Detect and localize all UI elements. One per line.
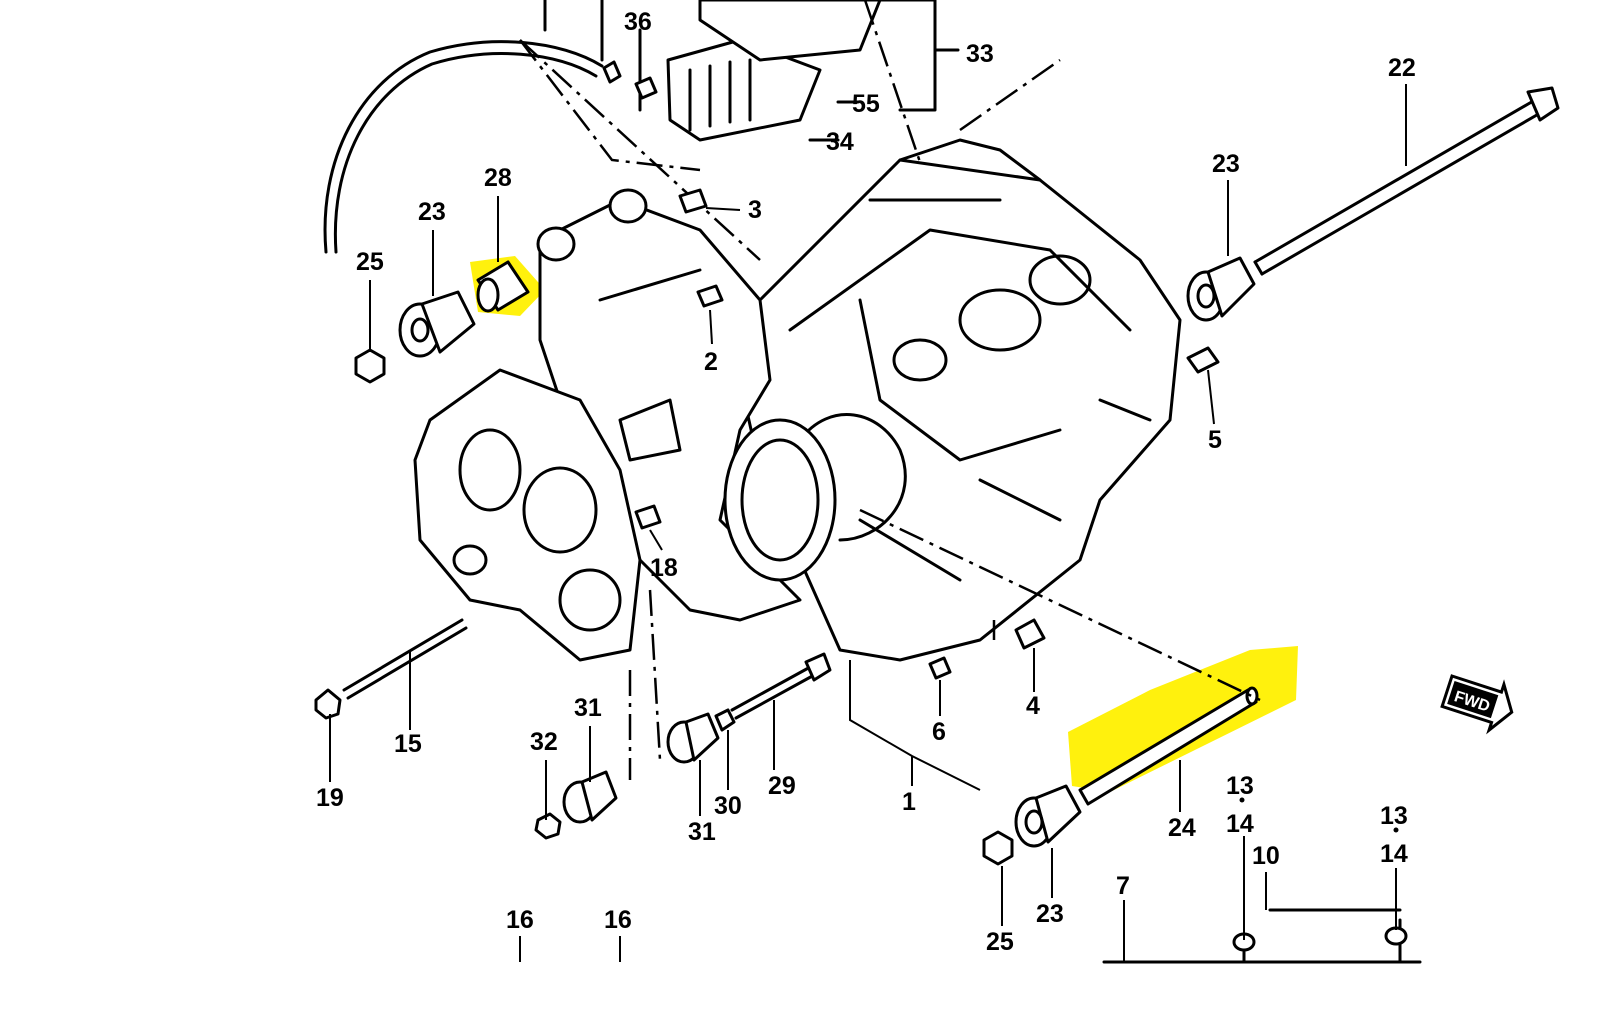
callout-13-right: 13 — [1380, 802, 1408, 830]
leader-lines — [329, 36, 1407, 962]
callout-16-right: 16 — [604, 906, 632, 934]
nut-32 — [534, 812, 562, 840]
callout-34: 34 — [826, 128, 854, 156]
callout-19: 19 — [316, 784, 344, 812]
callout-23-lower: 23 — [1036, 900, 1064, 928]
nut-25-upper — [354, 348, 386, 384]
callout-29: 29 — [768, 772, 796, 800]
plug-5 — [1186, 346, 1220, 374]
callout-23-upper-right: 23 — [1212, 150, 1240, 178]
callout-32: 32 — [530, 728, 558, 756]
callout-31-center: 31 — [688, 818, 716, 846]
callout-23-upper-left: 23 — [418, 198, 446, 226]
stud-15 — [342, 618, 468, 700]
callout-22: 22 — [1388, 54, 1416, 82]
callout-7: 7 — [1116, 872, 1130, 900]
stud-22 — [1253, 98, 1544, 276]
callout-3: 3 — [748, 196, 762, 224]
callout-31-left: 31 — [574, 694, 602, 722]
callout-33: 33 — [966, 40, 994, 68]
callout-14-right: 14 — [1380, 840, 1408, 868]
bolt-6 — [928, 656, 952, 680]
callout-18: 18 — [650, 554, 678, 582]
crankcase-cover-left — [413, 368, 642, 662]
dowel-18 — [634, 504, 662, 530]
nut-19 — [314, 688, 342, 720]
dowel-4 — [1014, 618, 1046, 650]
dowel-2 — [696, 284, 724, 308]
callout-25-lower: 25 — [986, 928, 1014, 956]
callout-15: 15 — [394, 730, 422, 758]
callout-28: 28 — [484, 164, 512, 192]
callouts: 36 33 55 34 3 22 23 28 23 25 2 5 18 4 6 … — [316, 8, 1416, 956]
callout-14-left: 14 — [1226, 810, 1254, 838]
callout-30: 30 — [714, 792, 742, 820]
callout-55: 55 — [852, 90, 880, 118]
breather-hose — [323, 40, 604, 254]
washer-30 — [714, 708, 736, 732]
callout-24: 24 — [1168, 814, 1196, 842]
callout-13-left: 13 — [1226, 772, 1254, 800]
callout-36: 36 — [624, 8, 652, 36]
callout-5: 5 — [1208, 426, 1222, 454]
highlight-part-24 — [1068, 646, 1298, 792]
callout-6: 6 — [932, 718, 946, 746]
callout-2: 2 — [704, 348, 718, 376]
callout-4: 4 — [1026, 692, 1040, 720]
callout-10: 10 — [1252, 842, 1280, 870]
callout-16-left: 16 — [506, 906, 534, 934]
fwd-arrow-icon: FWD — [1440, 674, 1514, 735]
nut-25-lower — [982, 830, 1014, 866]
callout-25-upper: 25 — [356, 248, 384, 276]
bolt-29 — [730, 664, 818, 720]
callout-1: 1 — [902, 788, 916, 816]
